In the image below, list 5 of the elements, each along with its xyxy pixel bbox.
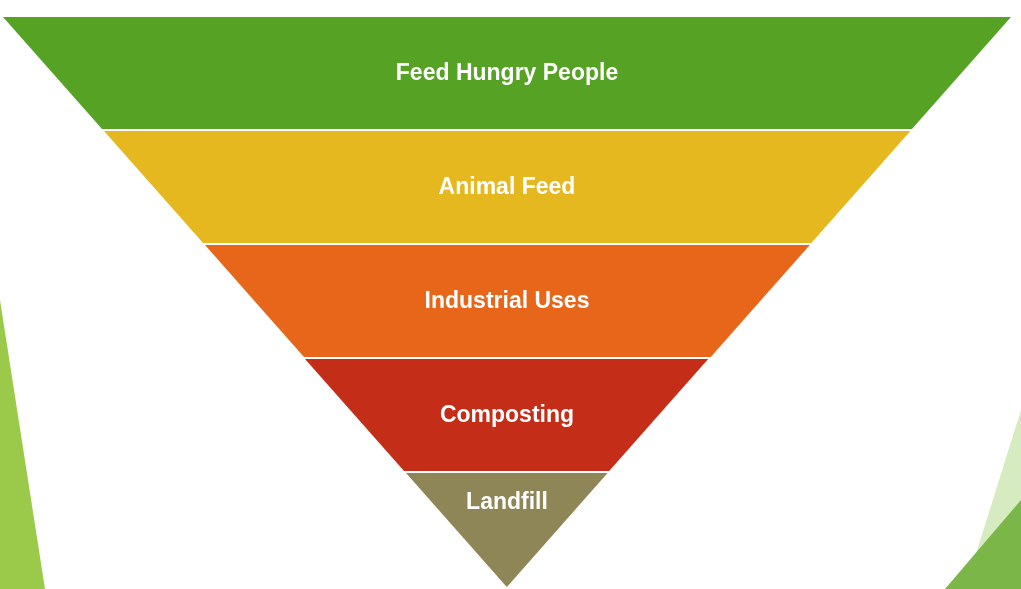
band-label: Landfill bbox=[466, 488, 548, 514]
band-label: Feed Hungry People bbox=[395, 59, 619, 85]
band-label: Composting bbox=[439, 401, 575, 427]
band-label: Animal Feed bbox=[438, 173, 576, 199]
band-label: Industrial Uses bbox=[424, 287, 590, 313]
